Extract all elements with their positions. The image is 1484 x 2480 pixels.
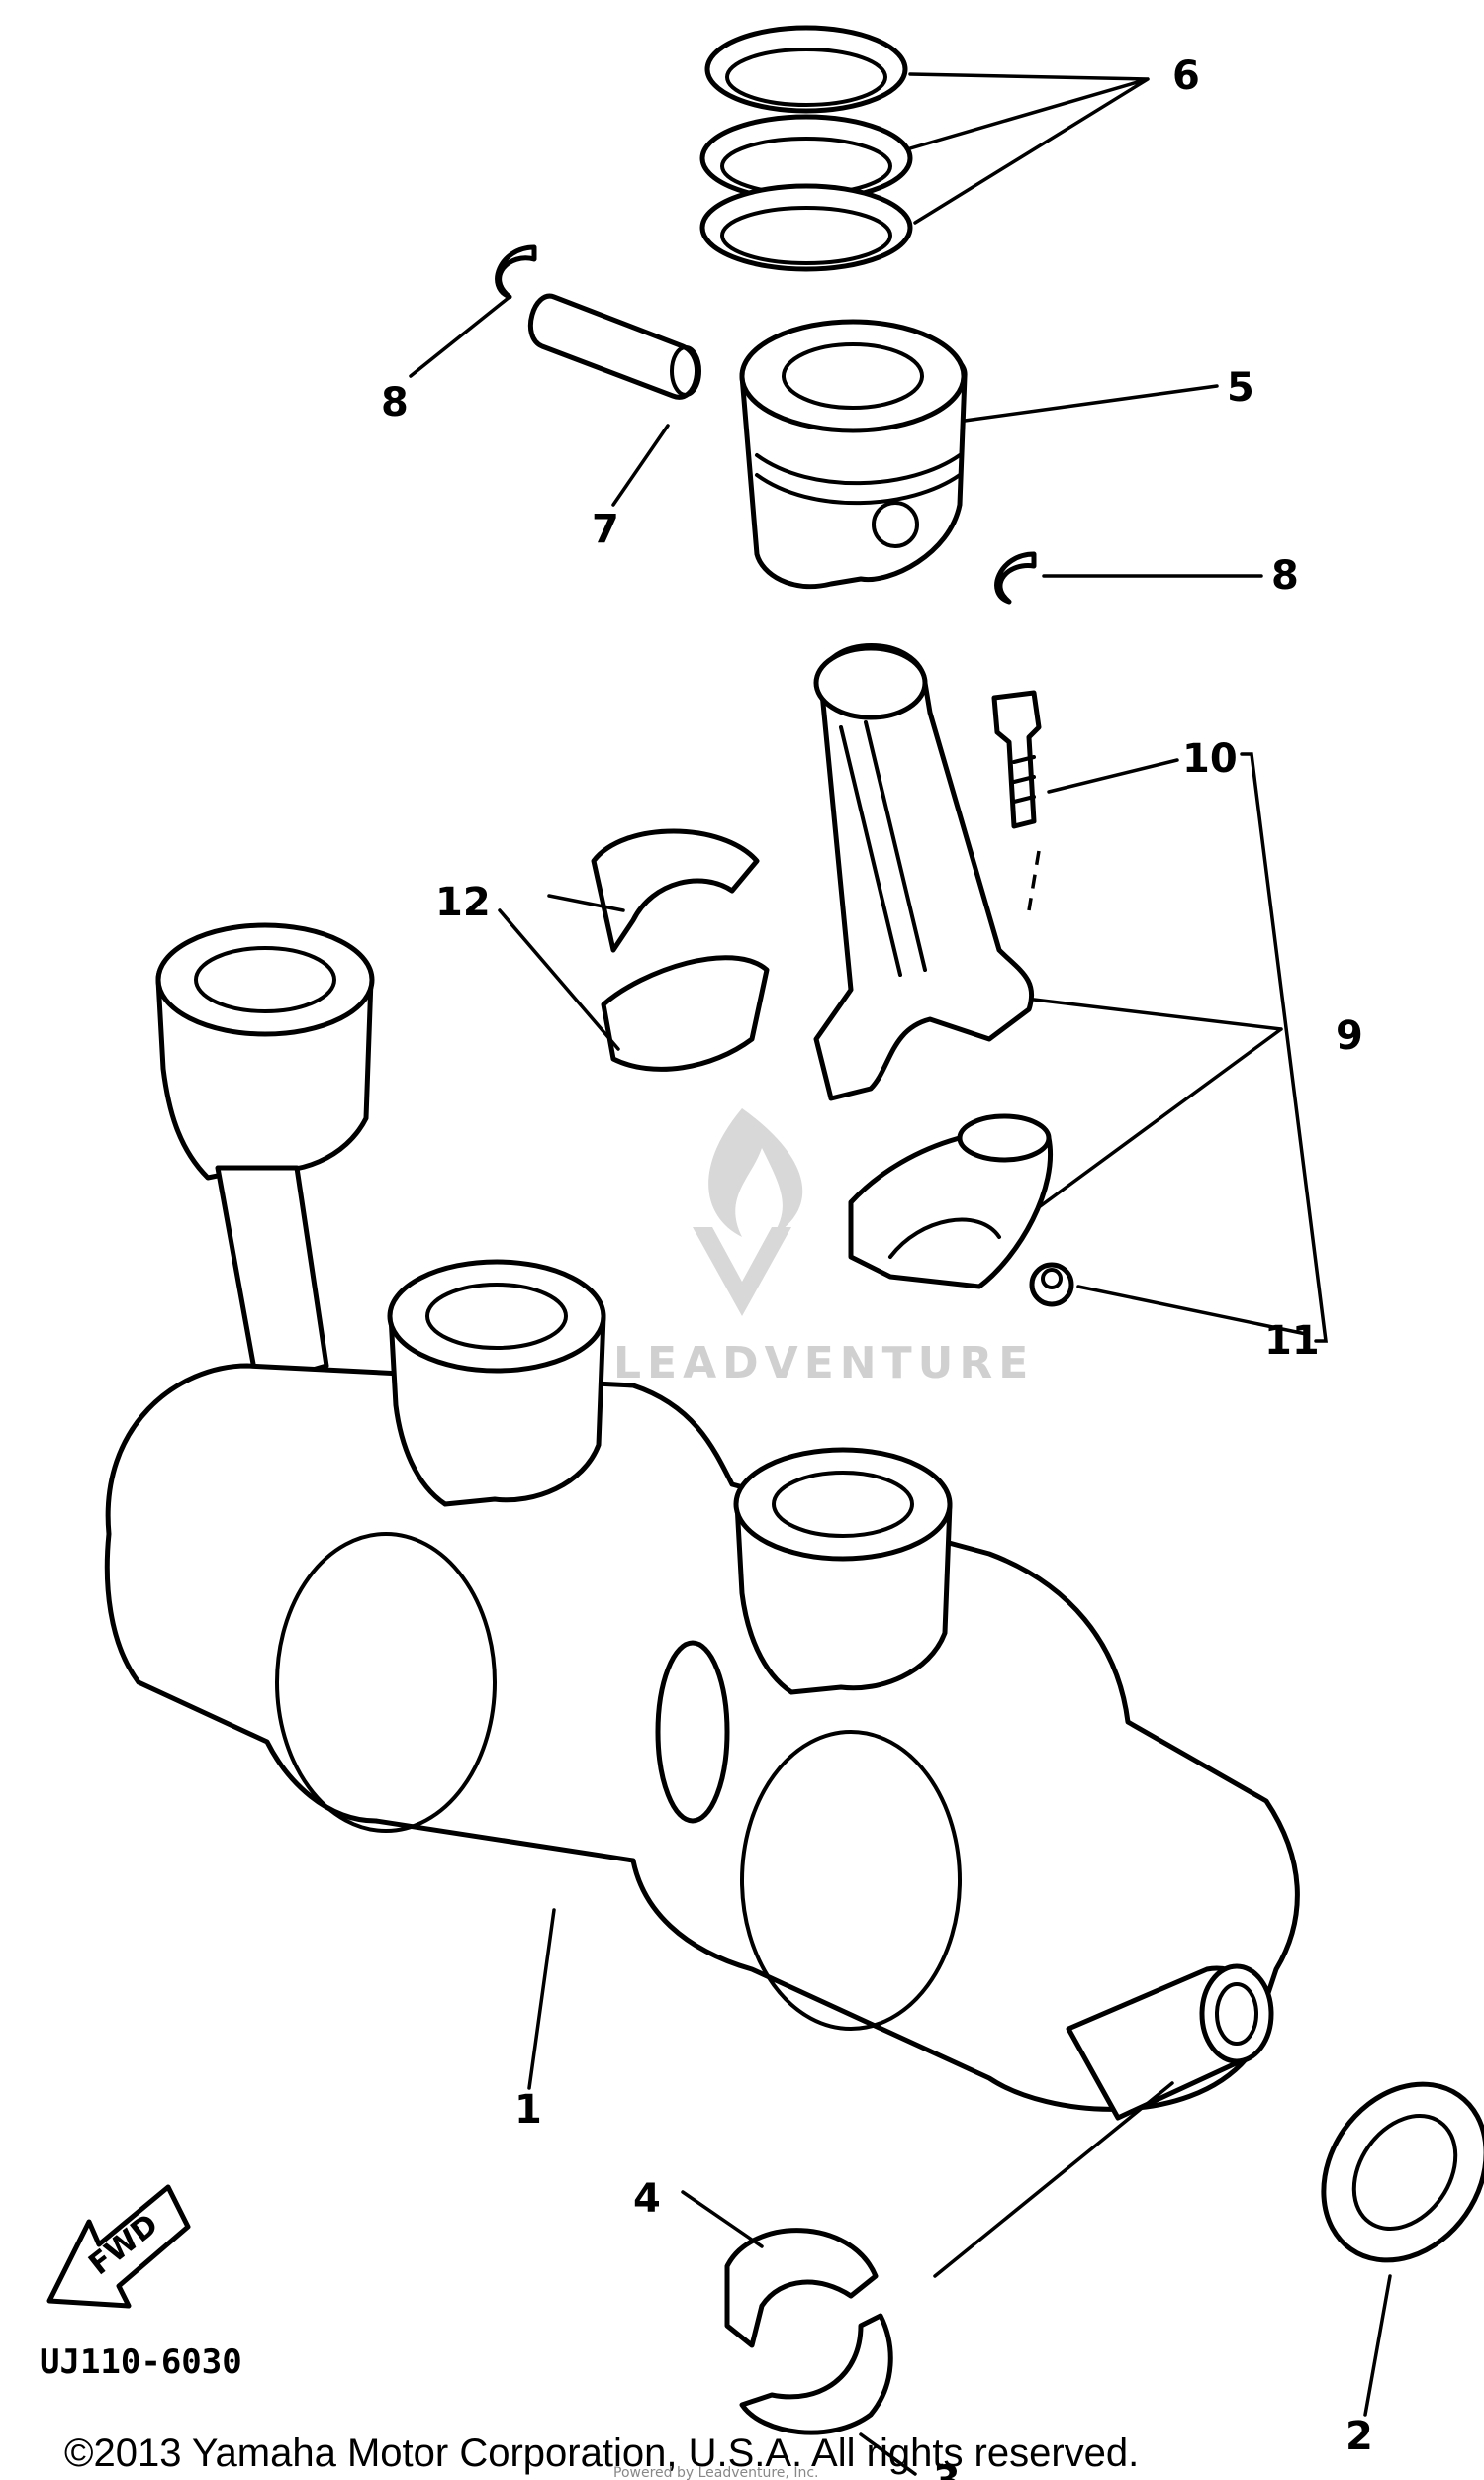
crankshaft-assembly xyxy=(104,922,1300,2121)
main-bearing-lower xyxy=(739,2313,893,2435)
circlip-lower xyxy=(994,551,1037,605)
circlip-upper xyxy=(495,244,537,300)
callout-numbers: 1 2 3 4 5 6 7 8 8 9 10 11 12 xyxy=(381,53,1373,2480)
rod-bearing-lower xyxy=(601,955,770,1072)
callout-3: 3 xyxy=(933,2458,961,2480)
main-bearing-upper xyxy=(724,2228,879,2348)
copyright-notice: ©2013 Yamaha Motor Corporation, U.S.A. A… xyxy=(64,2432,1139,2475)
forward-arrow: FWD xyxy=(46,2184,191,2309)
callout-1: 1 xyxy=(514,2087,542,2133)
callout-2: 2 xyxy=(1345,2414,1373,2459)
callout-6: 6 xyxy=(1172,53,1200,99)
oil-seal xyxy=(1321,2081,1484,2263)
piston xyxy=(739,319,968,590)
callout-8-lower: 8 xyxy=(1271,553,1299,599)
watermark-text: LEADVENTURE xyxy=(613,1338,1034,1388)
piston-pin xyxy=(528,293,701,400)
callout-7: 7 xyxy=(592,507,619,552)
callout-5: 5 xyxy=(1227,365,1254,411)
piston-rings xyxy=(699,25,913,272)
connecting-rod xyxy=(813,643,1035,1101)
leader-lines xyxy=(409,72,1392,2476)
callout-9: 9 xyxy=(1336,1013,1363,1059)
watermark: LEADVENTURE xyxy=(613,1108,1034,1388)
callout-12: 12 xyxy=(435,880,491,925)
callout-10: 10 xyxy=(1182,736,1238,782)
rod-bearing-upper xyxy=(591,828,760,953)
rod-nut xyxy=(1029,1262,1074,1307)
callout-11: 11 xyxy=(1264,1318,1320,1364)
callout-4: 4 xyxy=(633,2176,661,2222)
rod-bolt xyxy=(991,690,1042,911)
connecting-rod-cap xyxy=(848,1113,1053,1289)
credit-line: Powered by Leadventure, Inc. xyxy=(613,2465,818,2480)
drawing-code: UJ110-6030 xyxy=(40,2342,242,2382)
callout-8-upper: 8 xyxy=(381,380,409,426)
